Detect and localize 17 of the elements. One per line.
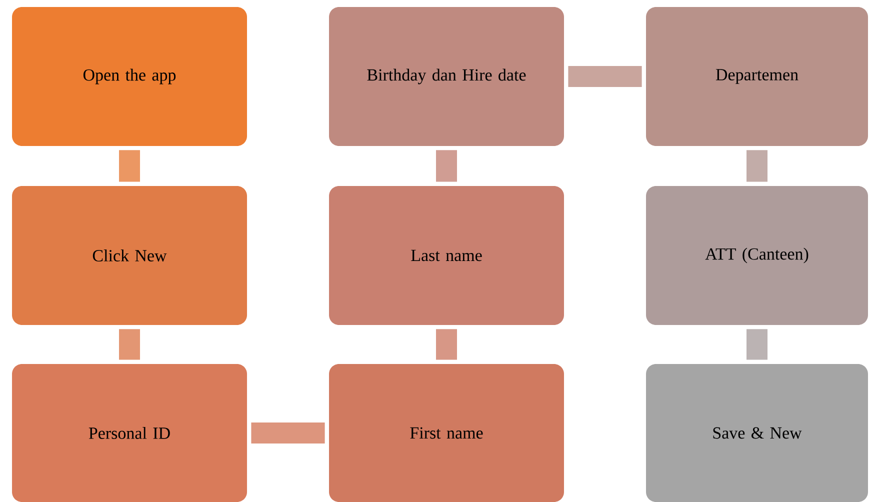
process-box: Last name [329, 186, 564, 325]
connector-bar [436, 329, 457, 360]
process-box: Departemen [646, 7, 868, 146]
process-box: Save & New [646, 364, 868, 502]
process-box: ATT (Canteen) [646, 186, 868, 325]
process-box: Open the app [12, 7, 247, 146]
connector-bar [746, 150, 768, 182]
process-box: Birthday dan Hire date [329, 7, 564, 146]
process-box: Personal ID [12, 364, 247, 502]
connector-bar [119, 329, 140, 360]
connector-bar [251, 422, 325, 444]
process-box: First name [329, 364, 564, 502]
connector-bar [568, 66, 642, 87]
connector-bar [436, 150, 457, 182]
connector-bar [746, 329, 768, 360]
process-box: Click New [12, 186, 247, 325]
connector-bar [119, 150, 140, 182]
